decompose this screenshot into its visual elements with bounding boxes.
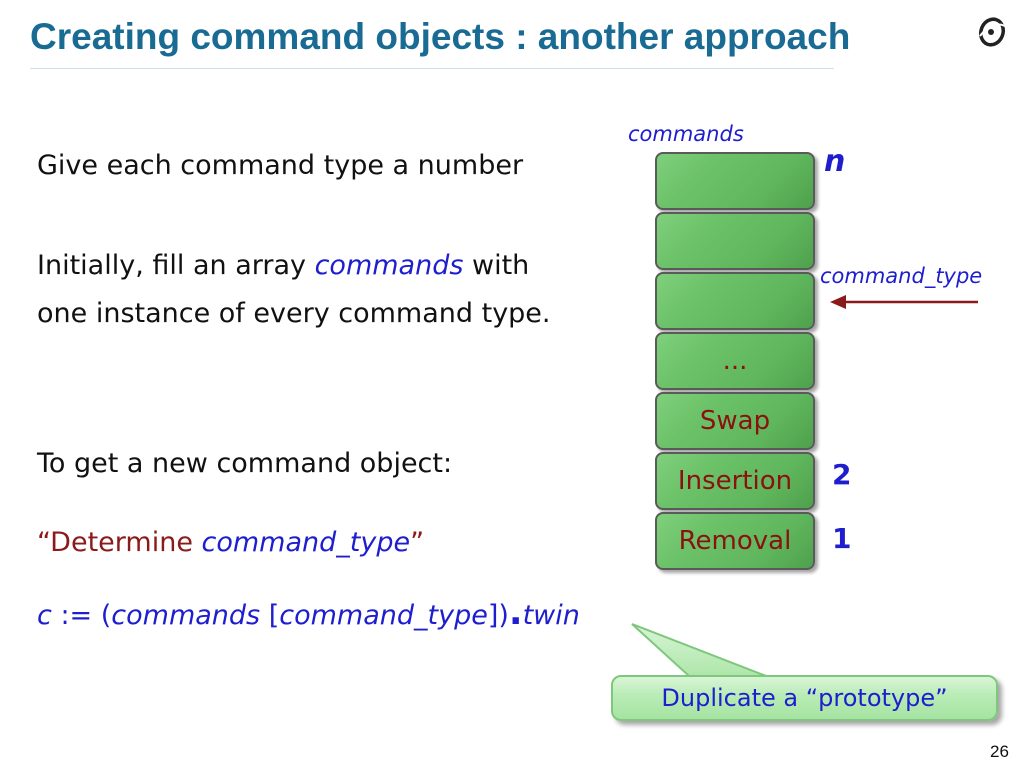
code-bracket-open: [: [260, 600, 280, 631]
array-cell-ellipsis: ...: [655, 332, 815, 390]
text-line-fill-array: Initially, fill an array commands with: [37, 250, 529, 281]
code-commands: commands: [111, 600, 261, 631]
code-c: c: [37, 600, 52, 631]
text-commands-keyword: commands: [314, 250, 464, 281]
array-label: commands: [628, 122, 744, 146]
pointer-arrow-icon: [830, 295, 978, 309]
eiffel-logo-icon: [978, 17, 1006, 47]
array-cell-removal: Removal: [655, 512, 815, 570]
text-fill-c: with: [463, 250, 530, 281]
code-dot: .: [508, 592, 523, 633]
text-line-number: Give each command type a number: [37, 150, 524, 181]
text-line-code: c := (commands [command_type]).twin: [37, 592, 580, 633]
code-assign: := (: [51, 600, 112, 631]
text-line-get-new: To get a new command object:: [37, 448, 453, 479]
code-twin: twin: [522, 600, 580, 631]
pointer-label: command_type: [820, 264, 983, 288]
text-open-quote: “: [37, 527, 51, 558]
text-line-instance: one instance of every command type.: [37, 298, 551, 329]
code-bracket-close: ]): [487, 600, 509, 631]
array-cell: [655, 152, 815, 210]
title-divider: [30, 68, 834, 69]
text-determine: Determine: [50, 527, 202, 558]
callout-duplicate-prototype: Duplicate a “prototype”: [611, 675, 998, 721]
array-index-n: n: [824, 144, 846, 179]
text-close-quote: ”: [410, 527, 425, 558]
page-number: 26: [990, 742, 1009, 761]
array-index-2: 2: [832, 458, 852, 491]
text-line-determine: “Determine command_type”: [37, 527, 424, 558]
array-cell-swap: Swap: [655, 392, 815, 450]
array-index-1: 1: [832, 522, 852, 555]
array-cell: [655, 272, 815, 330]
text-command-type: command_type: [201, 527, 411, 558]
slide-title: Creating command objects : another appro…: [30, 16, 851, 57]
array-cell: [655, 212, 815, 270]
text-fill-a: Initially, fill an array: [37, 250, 315, 281]
array-cell-insertion: Insertion: [655, 452, 815, 510]
code-command-type: command_type: [279, 600, 488, 631]
